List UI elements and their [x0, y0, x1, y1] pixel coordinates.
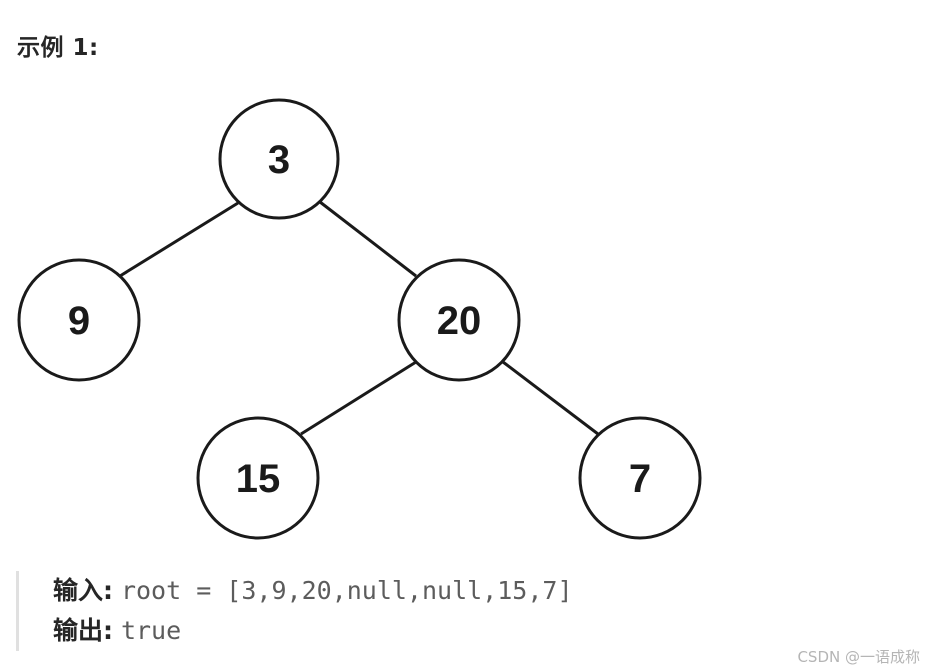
edge-3-9	[119, 201, 239, 278]
tree-node-15: 15	[196, 416, 320, 540]
tree-node-9: 9	[17, 258, 141, 382]
tree-node-20: 20	[397, 258, 521, 382]
tree-node-label: 20	[437, 299, 482, 343]
tree-node-circle	[578, 416, 702, 540]
tree-node-circle	[218, 98, 340, 220]
csdn-watermark: CSDN @一语成称	[797, 648, 920, 666]
tree-node-3: 3	[218, 98, 340, 220]
example-io-block: 输入: root = [3,9,20,null,null,15,7] 输出: t…	[16, 571, 659, 651]
input-line: 输入: root = [3,9,20,null,null,15,7]	[53, 576, 573, 606]
tree-node-label: 15	[236, 457, 281, 501]
tree-node-label: 9	[68, 299, 90, 343]
tree-node-circle	[196, 416, 320, 540]
binary-tree-diagram: 3 9 20 15 7	[17, 98, 702, 540]
edge-3-20	[319, 200, 417, 278]
output-value: true	[120, 616, 182, 645]
example-heading: 示例 1:	[17, 35, 99, 61]
output-label: 输出:	[53, 616, 113, 645]
tree-node-label: 3	[268, 138, 290, 182]
output-line: 输出: true	[53, 616, 181, 646]
input-label: 输入:	[53, 576, 113, 605]
edge-20-15	[300, 360, 417, 436]
tree-node-circle	[17, 258, 141, 382]
tree-node-label: 7	[629, 457, 651, 501]
tree-node-7: 7	[578, 416, 702, 540]
input-value: root = [3,9,20,null,null,15,7]	[120, 576, 573, 605]
edge-20-7	[502, 360, 599, 436]
tree-node-circle	[397, 258, 521, 382]
